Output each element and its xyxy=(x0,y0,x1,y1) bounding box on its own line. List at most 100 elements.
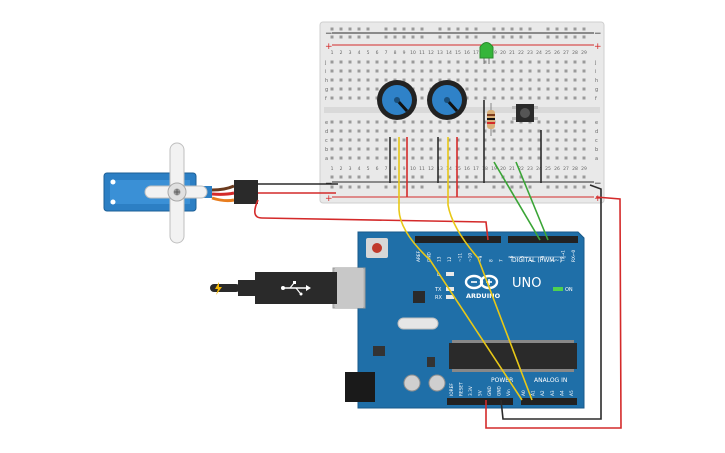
breadboard-hole[interactable] xyxy=(330,129,334,133)
breadboard-hole[interactable] xyxy=(573,78,577,82)
breadboard-hole[interactable] xyxy=(546,147,550,151)
rail-hole[interactable] xyxy=(519,175,523,179)
breadboard-hole[interactable] xyxy=(438,138,442,142)
breadboard-hole[interactable] xyxy=(375,87,379,91)
rail-hole[interactable] xyxy=(393,27,397,31)
breadboard-hole[interactable] xyxy=(429,60,433,64)
breadboard-hole[interactable] xyxy=(573,60,577,64)
breadboard-hole[interactable] xyxy=(456,60,460,64)
breadboard-hole[interactable] xyxy=(483,129,487,133)
breadboard-hole[interactable] xyxy=(348,78,352,82)
breadboard-hole[interactable] xyxy=(465,78,469,82)
rail-hole[interactable] xyxy=(447,27,451,31)
breadboard-hole[interactable] xyxy=(357,129,361,133)
breadboard-hole[interactable] xyxy=(366,96,370,100)
breadboard-hole[interactable] xyxy=(456,69,460,73)
breadboard-hole[interactable] xyxy=(510,69,514,73)
breadboard-hole[interactable] xyxy=(510,87,514,91)
breadboard-hole[interactable] xyxy=(456,129,460,133)
breadboard-hole[interactable] xyxy=(528,147,532,151)
breadboard-hole[interactable] xyxy=(519,69,523,73)
breadboard-hole[interactable] xyxy=(339,60,343,64)
breadboard-hole[interactable] xyxy=(546,156,550,160)
breadboard-hole[interactable] xyxy=(339,96,343,100)
rail-hole[interactable] xyxy=(510,35,514,39)
breadboard-hole[interactable] xyxy=(492,96,496,100)
breadboard-hole[interactable] xyxy=(519,156,523,160)
breadboard-hole[interactable] xyxy=(501,60,505,64)
rail-hole[interactable] xyxy=(357,185,361,189)
rail-hole[interactable] xyxy=(474,175,478,179)
breadboard-hole[interactable] xyxy=(438,120,442,124)
green-led[interactable] xyxy=(479,42,494,65)
breadboard-hole[interactable] xyxy=(546,96,550,100)
breadboard-hole[interactable] xyxy=(348,60,352,64)
breadboard-hole[interactable] xyxy=(447,60,451,64)
breadboard-hole[interactable] xyxy=(510,129,514,133)
rail-hole[interactable] xyxy=(411,35,415,39)
rail-hole[interactable] xyxy=(510,175,514,179)
breadboard-hole[interactable] xyxy=(420,96,424,100)
breadboard-hole[interactable] xyxy=(330,60,334,64)
breadboard-hole[interactable] xyxy=(555,96,559,100)
breadboard-hole[interactable] xyxy=(411,147,415,151)
breadboard-hole[interactable] xyxy=(339,69,343,73)
breadboard-hole[interactable] xyxy=(474,156,478,160)
breadboard-hole[interactable] xyxy=(384,129,388,133)
rail-hole[interactable] xyxy=(474,35,478,39)
breadboard-hole[interactable] xyxy=(555,87,559,91)
rail-hole[interactable] xyxy=(411,175,415,179)
breadboard-hole[interactable] xyxy=(339,138,343,142)
breadboard-hole[interactable] xyxy=(582,147,586,151)
breadboard-hole[interactable] xyxy=(438,69,442,73)
rail-hole[interactable] xyxy=(366,185,370,189)
breadboard-hole[interactable] xyxy=(501,147,505,151)
breadboard-hole[interactable] xyxy=(402,69,406,73)
rail-hole[interactable] xyxy=(519,185,523,189)
rail-hole[interactable] xyxy=(456,175,460,179)
breadboard-hole[interactable] xyxy=(375,78,379,82)
breadboard-hole[interactable] xyxy=(348,147,352,151)
breadboard-hole[interactable] xyxy=(402,60,406,64)
breadboard-hole[interactable] xyxy=(420,138,424,142)
breadboard-hole[interactable] xyxy=(573,120,577,124)
rail-hole[interactable] xyxy=(366,35,370,39)
rail-hole[interactable] xyxy=(420,185,424,189)
breadboard-hole[interactable] xyxy=(420,120,424,124)
rail-hole[interactable] xyxy=(582,35,586,39)
breadboard-hole[interactable] xyxy=(519,78,523,82)
breadboard-hole[interactable] xyxy=(501,69,505,73)
rail-hole[interactable] xyxy=(510,185,514,189)
breadboard-hole[interactable] xyxy=(492,138,496,142)
breadboard-hole[interactable] xyxy=(330,120,334,124)
breadboard-hole[interactable] xyxy=(555,78,559,82)
breadboard-hole[interactable] xyxy=(474,60,478,64)
breadboard-hole[interactable] xyxy=(393,78,397,82)
rail-hole[interactable] xyxy=(582,27,586,31)
breadboard-hole[interactable] xyxy=(339,156,343,160)
rail-hole[interactable] xyxy=(528,185,532,189)
rail-hole[interactable] xyxy=(330,185,334,189)
rail-hole[interactable] xyxy=(501,27,505,31)
breadboard-hole[interactable] xyxy=(564,87,568,91)
breadboard-hole[interactable] xyxy=(555,120,559,124)
rail-hole[interactable] xyxy=(330,35,334,39)
breadboard-hole[interactable] xyxy=(573,129,577,133)
breadboard-hole[interactable] xyxy=(483,120,487,124)
rail-hole[interactable] xyxy=(564,175,568,179)
rail-hole[interactable] xyxy=(555,27,559,31)
breadboard-hole[interactable] xyxy=(483,138,487,142)
breadboard-hole[interactable] xyxy=(528,156,532,160)
breadboard-hole[interactable] xyxy=(564,69,568,73)
breadboard-hole[interactable] xyxy=(582,78,586,82)
breadboard-hole[interactable] xyxy=(492,87,496,91)
rail-hole[interactable] xyxy=(357,35,361,39)
rail-hole[interactable] xyxy=(519,27,523,31)
breadboard-hole[interactable] xyxy=(519,60,523,64)
breadboard-hole[interactable] xyxy=(348,129,352,133)
breadboard-hole[interactable] xyxy=(564,78,568,82)
breadboard-hole[interactable] xyxy=(456,120,460,124)
breadboard-hole[interactable] xyxy=(483,78,487,82)
breadboard-hole[interactable] xyxy=(348,69,352,73)
breadboard-hole[interactable] xyxy=(357,120,361,124)
